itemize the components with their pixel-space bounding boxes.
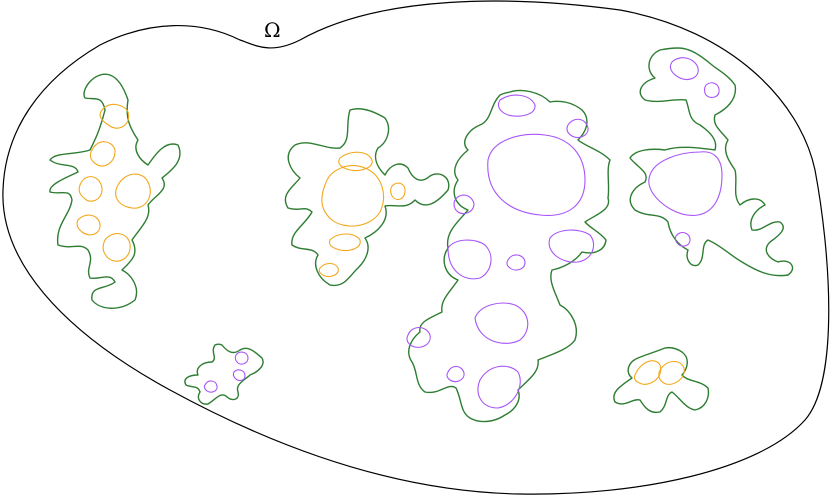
outer-loop: [408, 89, 611, 423]
inner-loop: [338, 151, 373, 172]
inner-loop: [633, 360, 662, 385]
inner-loop: [548, 229, 595, 263]
cluster-right: [629, 47, 794, 277]
inner-loop: [453, 194, 475, 215]
inner-loop: [321, 165, 384, 227]
cluster-left: [49, 73, 181, 309]
inner-loop: [487, 133, 586, 216]
inner-loop: [474, 302, 529, 344]
inner-loop: [328, 233, 361, 252]
inner-loop: [648, 151, 723, 216]
inner-loop: [669, 57, 699, 81]
inner-loop: [78, 176, 103, 202]
cluster-center: [406, 89, 611, 423]
inner-loop: [318, 262, 339, 278]
inner-loop: [76, 214, 101, 236]
cluster-center-left: [284, 108, 450, 287]
inner-loop: [406, 326, 431, 348]
inner-loop: [115, 173, 151, 209]
inner-loop: [389, 182, 406, 201]
outer-loop: [49, 73, 181, 309]
outer-loop: [629, 47, 794, 277]
inner-loop: [203, 380, 218, 393]
inner-loop: [703, 82, 720, 98]
inner-loop: [497, 94, 536, 117]
inner-loop: [89, 141, 116, 167]
inner-loop: [102, 233, 131, 262]
inner-loop: [446, 365, 465, 383]
inner-loop: [566, 118, 589, 139]
inner-loop: [674, 231, 691, 247]
inner-loop: [477, 365, 521, 409]
inner-loop: [99, 103, 130, 129]
outer-loop: [284, 108, 450, 287]
cluster-small-right: [613, 346, 710, 414]
inner-loop: [506, 254, 526, 271]
outer-loop: [613, 346, 710, 414]
outer-loop: [184, 343, 264, 405]
inner-loop: [447, 239, 492, 280]
inner-loop: [658, 360, 685, 385]
cluster-small-left: [184, 343, 264, 405]
inner-loop: [232, 369, 246, 381]
domain-label: Ω: [264, 18, 281, 42]
inner-loop: [234, 351, 249, 365]
